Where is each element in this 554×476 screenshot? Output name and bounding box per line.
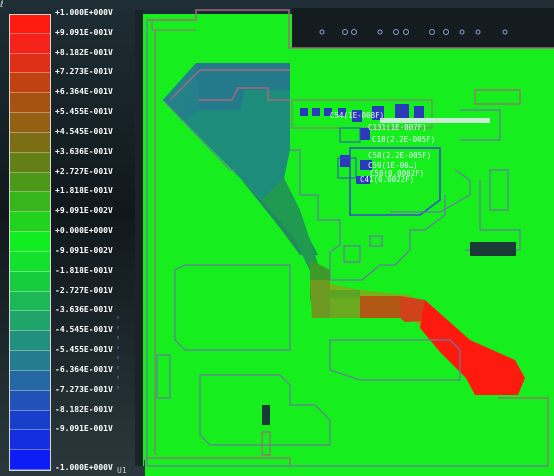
legend-row: -8.182E-001V <box>8 405 128 431</box>
axis-corner-icon: ℓ <box>0 0 4 10</box>
dark-pad-bottom <box>262 405 270 425</box>
legend-row: +7.273E-001V <box>8 67 128 94</box>
legend-label: -9.091E-002V <box>55 245 113 255</box>
legend-row: -4.545E-001V <box>8 325 128 352</box>
legend-swatch <box>10 93 50 114</box>
legend-label: +0.000E+000V <box>55 226 113 236</box>
legend-row: -1.818E-001V <box>8 266 128 292</box>
legend-row: +0.000E+000V <box>8 226 128 252</box>
legend-row: +5.455E-001V <box>8 107 128 133</box>
legend-label: -8.182E-001V <box>55 404 113 414</box>
legend-label: +6.364E-001V <box>55 87 113 97</box>
legend-row: -1.000E+000V <box>8 450 128 473</box>
legend-swatch <box>10 251 50 272</box>
legend-swatch <box>10 212 50 233</box>
legend-row: +1.000E+000V <box>8 8 128 34</box>
legend-row: +9.091E-002V <box>8 206 128 233</box>
annotation-c5: C58(0.0002F) <box>370 169 424 178</box>
legend-swatch <box>10 33 50 54</box>
annotation-c4: C59(1E-00…) <box>368 161 418 170</box>
legend-swatch <box>10 192 50 213</box>
legend-swatch <box>10 14 50 34</box>
legend-label: -1.818E-001V <box>55 265 113 275</box>
annotation-c6: C41(0.0022F) <box>360 175 414 184</box>
legend-swatch <box>10 311 50 332</box>
legend-label: -3.636E-001V <box>55 305 113 315</box>
legend-label: -6.364E-001V <box>55 364 113 374</box>
legend-swatch <box>10 291 50 312</box>
legend-swatch <box>10 390 50 411</box>
legend-swatch <box>10 410 50 431</box>
legend-label: -2.727E-001V <box>55 285 113 295</box>
legend-label: -1.000E+000V <box>55 463 113 473</box>
legend-row: -6.364E-001V <box>8 365 128 391</box>
legend-swatch <box>10 331 50 352</box>
legend-swatch <box>10 351 50 371</box>
legend-row: +1.818E-001V <box>8 186 128 213</box>
legend-frame <box>9 14 51 471</box>
legend-label: -7.273E-001V <box>55 384 113 394</box>
legend-label: +9.091E-001V <box>55 27 113 37</box>
connector-icons <box>319 29 508 35</box>
legend-row: -7.273E-001V <box>8 385 128 411</box>
annotation-c3: C58(2.2E-005F) <box>368 151 431 160</box>
legend-label: +8.182E-001V <box>55 47 113 57</box>
legend-row: -9.091E-001V <box>8 424 128 451</box>
legend-swatch <box>10 450 50 470</box>
legend-label: -9.091E-001V <box>55 424 113 434</box>
ic-pins <box>300 104 424 184</box>
legend-swatch <box>10 370 50 391</box>
legend-row: +4.545E-001V <box>8 127 128 153</box>
legend-swatch <box>10 232 50 252</box>
legend-row: +2.727E-001V <box>8 167 128 193</box>
legend-label: +9.091E-002V <box>55 206 113 216</box>
legend-row: -3.636E-001V <box>8 305 128 332</box>
annotation-c2: C18(2.2E-005F) <box>372 135 435 144</box>
legend-swatch <box>10 53 50 74</box>
legend-swatch <box>10 113 50 133</box>
legend-row: -9.091E-002V <box>8 246 128 272</box>
component-block <box>349 147 441 216</box>
legend-label: +5.455E-001V <box>55 107 113 117</box>
board-top-strip <box>292 8 554 48</box>
legend-label: +3.636E-001V <box>55 146 113 156</box>
legend-swatch <box>10 152 50 173</box>
legend-swatch <box>10 172 50 193</box>
legend-label: +2.727E-001V <box>55 166 113 176</box>
legend-row: +8.182E-001V <box>8 48 128 74</box>
annotation-c1: C131(1E-007F) <box>368 123 427 132</box>
legend-row: -5.455E-001V <box>8 345 128 371</box>
legend-label: -5.455E-001V <box>55 345 113 355</box>
annotation-c7: C54(1E-008F) <box>330 111 384 120</box>
pcb-outlines <box>156 109 521 446</box>
legend-swatch <box>10 430 50 451</box>
legend-swatch <box>10 73 50 94</box>
legend-row: +9.091E-001V <box>8 28 128 54</box>
legend-label: +4.545E-001V <box>55 126 113 136</box>
voltage-legend: +1.000E+000V +9.091E-001V +8.182E-001V +7.2… <box>8 8 128 473</box>
legend-swatch <box>10 132 50 153</box>
legend-swatch <box>10 271 50 292</box>
legend-label: -4.545E-001V <box>55 325 113 335</box>
dark-pad-right <box>470 242 516 256</box>
legend-label: +7.273E-001V <box>55 67 113 77</box>
bottom-tag: U1 <box>117 466 127 475</box>
legend-row: -2.727E-001V <box>8 286 128 312</box>
legend-label: +1.818E-001V <box>55 186 113 196</box>
legend-row: +6.364E-001V <box>8 87 128 114</box>
legend-label: +1.000E+000V <box>55 8 113 17</box>
red-high-voltage-region <box>420 300 525 395</box>
legend-row: +3.636E-001V <box>8 147 128 173</box>
